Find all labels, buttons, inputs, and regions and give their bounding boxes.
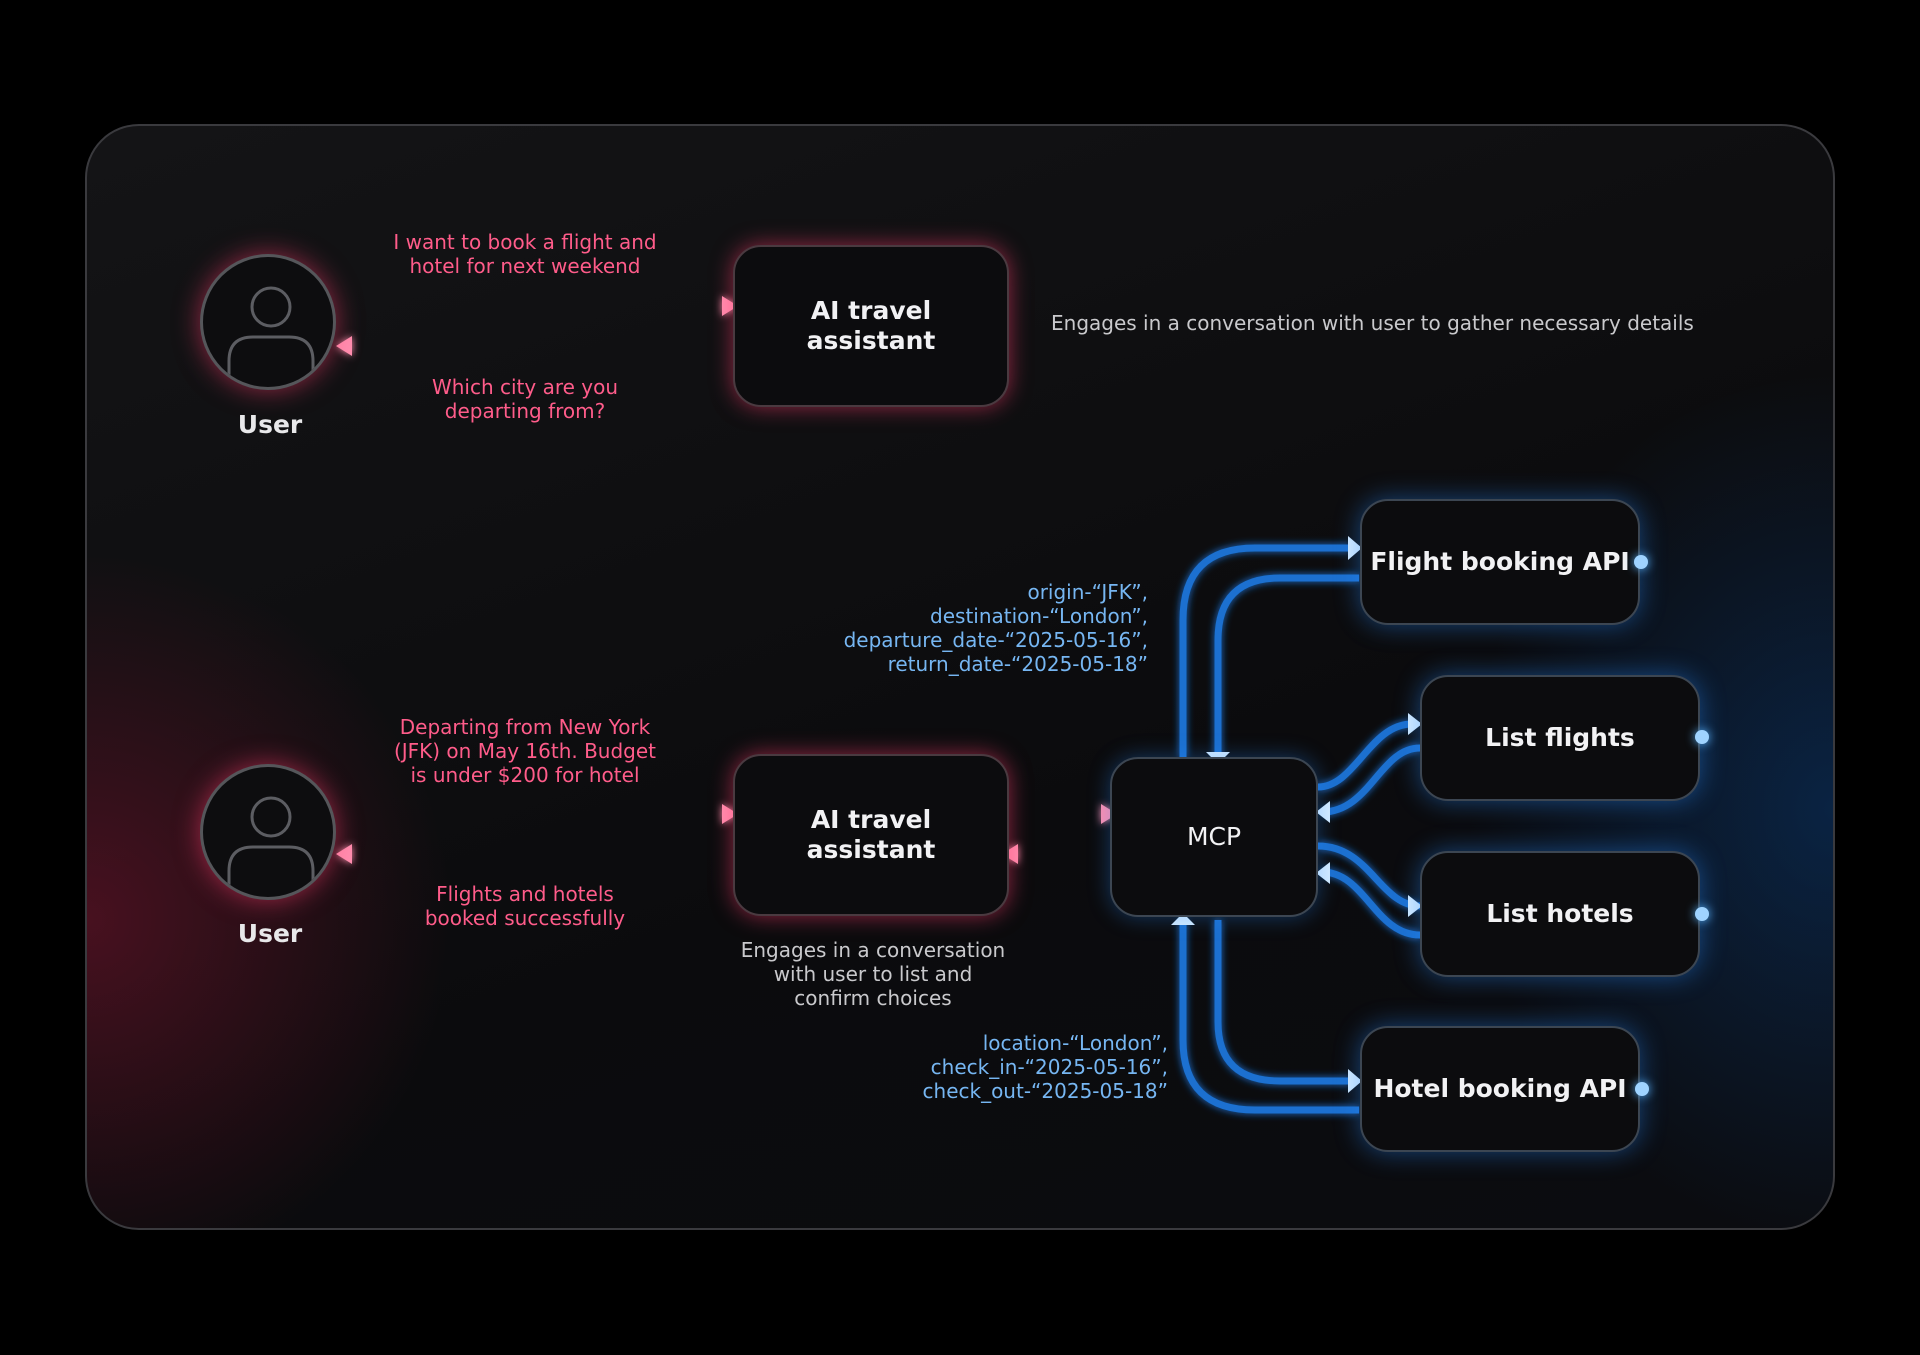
top-response-text: Which city are you departing from? — [431, 375, 619, 423]
list-hotels-label: List hotels — [1486, 899, 1634, 928]
bottom-response-text: Flights and hotels booked successfully — [424, 882, 626, 930]
mcp-label: MCP — [1186, 822, 1242, 851]
list-hotels-node: List hotels — [1420, 851, 1700, 977]
top-response-arrow — [336, 336, 732, 356]
user-icon — [227, 286, 315, 387]
list-hotels-port — [1695, 907, 1709, 921]
flight-booking-api-label: Flight booking API — [1370, 547, 1630, 576]
top-request-text: I want to book a flight and hotel for ne… — [393, 230, 657, 278]
user-icon — [227, 796, 315, 897]
bottom-request-text: Departing from New York (JFK) on May 16t… — [393, 715, 657, 787]
mcp-hotel-booking-connector — [1179, 920, 1359, 1114]
mcp-bottom-arrowhead — [1171, 913, 1195, 925]
hotel-booking-api-port — [1635, 1082, 1649, 1096]
top-request-arrow — [340, 296, 738, 316]
mcp-list-hotels-connector — [1317, 842, 1421, 939]
user-label-bottom: User — [237, 919, 303, 948]
mcp-to-assistant-arrow — [1002, 844, 1110, 864]
list-flights-arrowhead — [1408, 713, 1422, 735]
mcp-flight-booking-connector — [1179, 544, 1359, 757]
bottom-assistant-description: Engages in a conversation with user to l… — [740, 938, 1006, 1010]
hotel-booking-api-node: Hotel booking API — [1360, 1026, 1640, 1152]
list-hotels-return-arrowhead — [1316, 862, 1330, 884]
ai-travel-assistant-bottom: AI travel assistant — [733, 754, 1009, 916]
user-avatar-bottom — [200, 764, 336, 900]
user-label-top: User — [237, 410, 303, 439]
assistant-to-mcp-arrow — [1009, 804, 1117, 824]
flight-booking-arrowhead — [1348, 536, 1362, 560]
mcp-list-flights-connector — [1317, 720, 1421, 816]
top-assistant-description: Engages in a conversation with user to g… — [1051, 311, 1694, 335]
list-flights-label: List flights — [1485, 723, 1635, 752]
bottom-request-arrow — [340, 804, 738, 824]
hotel-booking-api-label: Hotel booking API — [1373, 1074, 1627, 1103]
hotel-params-text: location-“London”, check_in-“2025-05-16”… — [922, 1031, 1168, 1103]
flight-params-text: origin-“JFK”, destination-“London”, depa… — [843, 580, 1148, 676]
bottom-response-arrow — [336, 844, 732, 864]
user-avatar-top — [200, 254, 336, 390]
list-flights-port — [1695, 730, 1709, 744]
flight-booking-api-node: Flight booking API — [1360, 499, 1640, 625]
hotel-booking-arrowhead — [1348, 1069, 1362, 1093]
list-flights-return-arrowhead — [1316, 801, 1330, 823]
mcp-node: MCP — [1110, 757, 1318, 917]
list-hotels-arrowhead — [1408, 895, 1422, 917]
assistant-label-top: AI travel assistant — [806, 296, 936, 355]
ai-travel-assistant-top: AI travel assistant — [733, 245, 1009, 407]
flight-booking-api-port — [1634, 555, 1648, 569]
list-flights-node: List flights — [1420, 675, 1700, 801]
assistant-label-bottom: AI travel assistant — [806, 805, 936, 864]
